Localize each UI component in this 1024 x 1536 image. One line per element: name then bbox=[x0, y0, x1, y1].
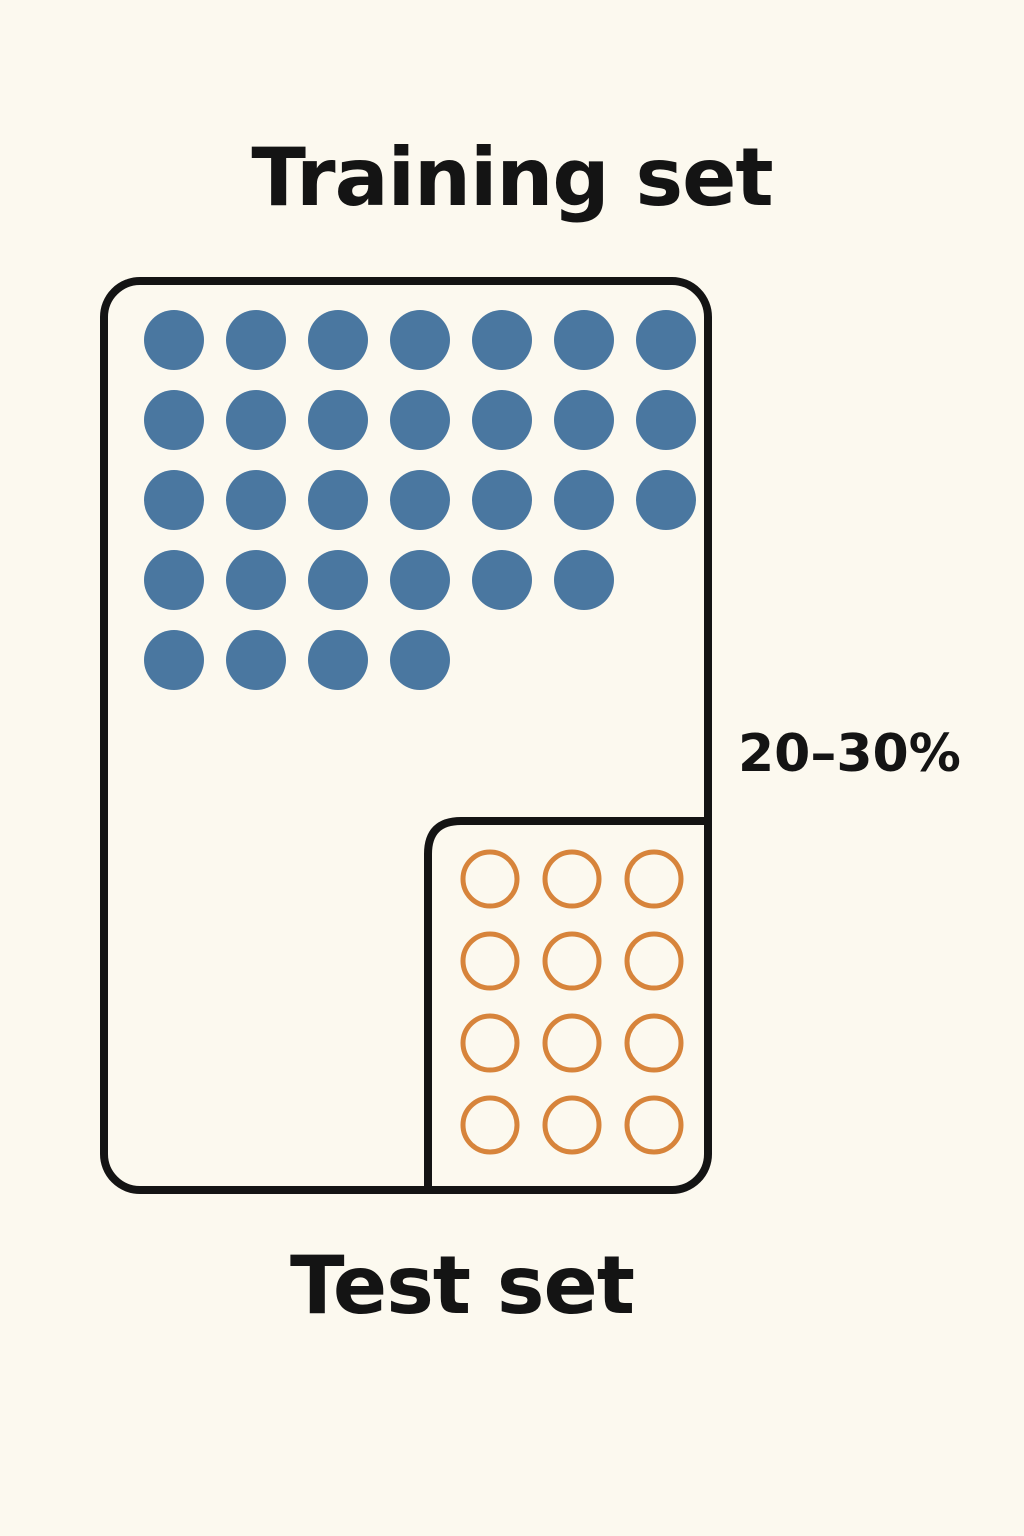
training-point bbox=[390, 390, 450, 450]
training-point bbox=[144, 310, 204, 370]
test-ratio-label: 20–30% bbox=[738, 724, 961, 784]
training-point bbox=[308, 310, 368, 370]
training-point bbox=[472, 470, 532, 530]
training-point bbox=[636, 470, 696, 530]
training-point bbox=[636, 390, 696, 450]
training-point bbox=[390, 630, 450, 690]
test-point bbox=[542, 849, 602, 909]
training-point bbox=[308, 630, 368, 690]
training-point bbox=[226, 390, 286, 450]
test-point bbox=[624, 1095, 684, 1155]
training-point bbox=[472, 550, 532, 610]
training-set-title: Training set bbox=[251, 131, 773, 224]
training-point bbox=[226, 310, 286, 370]
test-set-box bbox=[424, 817, 708, 1190]
training-point bbox=[144, 550, 204, 610]
test-point bbox=[542, 931, 602, 991]
test-point bbox=[542, 1013, 602, 1073]
test-point bbox=[460, 1095, 520, 1155]
test-point bbox=[460, 849, 520, 909]
test-point bbox=[460, 931, 520, 991]
training-point bbox=[308, 550, 368, 610]
training-point bbox=[226, 550, 286, 610]
training-point bbox=[390, 470, 450, 530]
training-set-box bbox=[100, 277, 712, 1194]
training-point bbox=[390, 550, 450, 610]
training-point bbox=[554, 390, 614, 450]
test-points-group bbox=[460, 849, 684, 1155]
training-point bbox=[226, 630, 286, 690]
training-point bbox=[308, 470, 368, 530]
training-point bbox=[144, 630, 204, 690]
training-point bbox=[472, 390, 532, 450]
test-set-title: Test set bbox=[289, 1239, 635, 1332]
training-point bbox=[144, 390, 204, 450]
training-point bbox=[390, 310, 450, 370]
test-point bbox=[624, 849, 684, 909]
training-point bbox=[308, 390, 368, 450]
test-point bbox=[624, 1013, 684, 1073]
training-point bbox=[144, 470, 204, 530]
test-point bbox=[624, 931, 684, 991]
training-points-group bbox=[144, 310, 696, 690]
training-point bbox=[554, 470, 614, 530]
test-point bbox=[460, 1013, 520, 1073]
training-point bbox=[472, 310, 532, 370]
training-point bbox=[636, 310, 696, 370]
training-point bbox=[554, 550, 614, 610]
training-point bbox=[554, 310, 614, 370]
training-point bbox=[226, 470, 286, 530]
test-point bbox=[542, 1095, 602, 1155]
